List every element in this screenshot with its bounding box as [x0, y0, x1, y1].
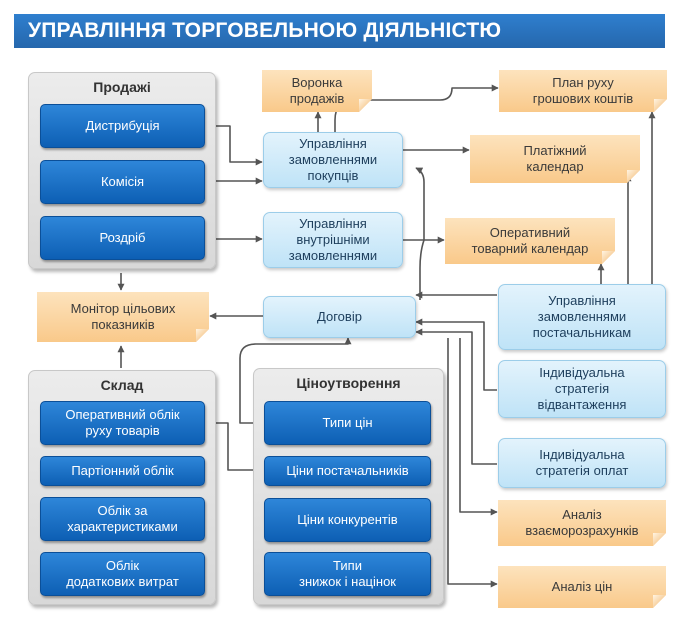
connector-shipment-strategy-to-contract [415, 318, 497, 391]
connector-goods-movement-to-supplier-prices [206, 422, 263, 474]
connector-contract-to-customer-orders [415, 167, 425, 300]
warehouse-group-title: Склад [100, 377, 144, 393]
connector-contract-to-price-analysis [447, 338, 498, 588]
page-title: УПРАВЛІННЯ ТОРГОВЕЛЬНОЮ ДІЯЛЬНІСТЮ [14, 14, 665, 48]
process-supplier-orders[interactable]: Управління замовленнями постачальникам [498, 284, 666, 350]
sales-group-title: Продажі [93, 79, 151, 95]
process-shipment-strategy[interactable]: Індивідуальна стратегія відвантаження [498, 360, 666, 418]
process-internal-orders[interactable]: Управління внутрішніми замовленнями [263, 212, 403, 268]
module-price-types[interactable]: Типи цін [264, 401, 431, 445]
report-settlements-analysis[interactable]: Аналіз взаєморозрахунків [498, 500, 666, 546]
connector-distribution-to-customer-orders [206, 125, 263, 166]
report-payment-calendar[interactable]: Платіжний календар [470, 135, 640, 183]
report-sales-funnel[interactable]: Воронка продажів [262, 70, 372, 112]
process-contract[interactable]: Договір [263, 296, 416, 338]
module-supplier-prices[interactable]: Ціни постачальників [264, 456, 431, 486]
report-price-analysis[interactable]: Аналіз цін [498, 566, 666, 608]
pricing-group-title: Ціноутворення [296, 375, 401, 391]
connector-payment-strategy-to-contract [415, 328, 497, 465]
report-goods-calendar[interactable]: Оперативний товарний календар [445, 218, 615, 264]
module-discounts-markups[interactable]: Типи знижок і націнок [264, 552, 431, 596]
module-characteristics-accounting[interactable]: Облік за характеристиками [40, 497, 205, 541]
process-customer-orders[interactable]: Управління замовленнями покупців [263, 132, 403, 188]
module-goods-movement[interactable]: Оперативний облік руху товарів [40, 401, 205, 445]
report-cash-flow-plan[interactable]: План руху грошових коштів [499, 70, 667, 112]
connector-contract-to-settlements [459, 338, 498, 516]
report-kpi-monitor[interactable]: Монітор цільових показників [37, 292, 209, 342]
module-retail[interactable]: Роздріб [40, 216, 205, 260]
module-competitor-prices[interactable]: Ціни конкурентів [264, 498, 431, 542]
module-commission[interactable]: Комісія [40, 160, 205, 204]
connector-price-types-to-contract [239, 337, 352, 424]
module-distribution[interactable]: Дистрибуція [40, 104, 205, 148]
module-additional-costs[interactable]: Облік додаткових витрат [40, 552, 205, 596]
process-payment-strategy[interactable]: Індивідуальна стратегія оплат [498, 438, 666, 488]
module-batch-accounting[interactable]: Партіонний облік [40, 456, 205, 486]
